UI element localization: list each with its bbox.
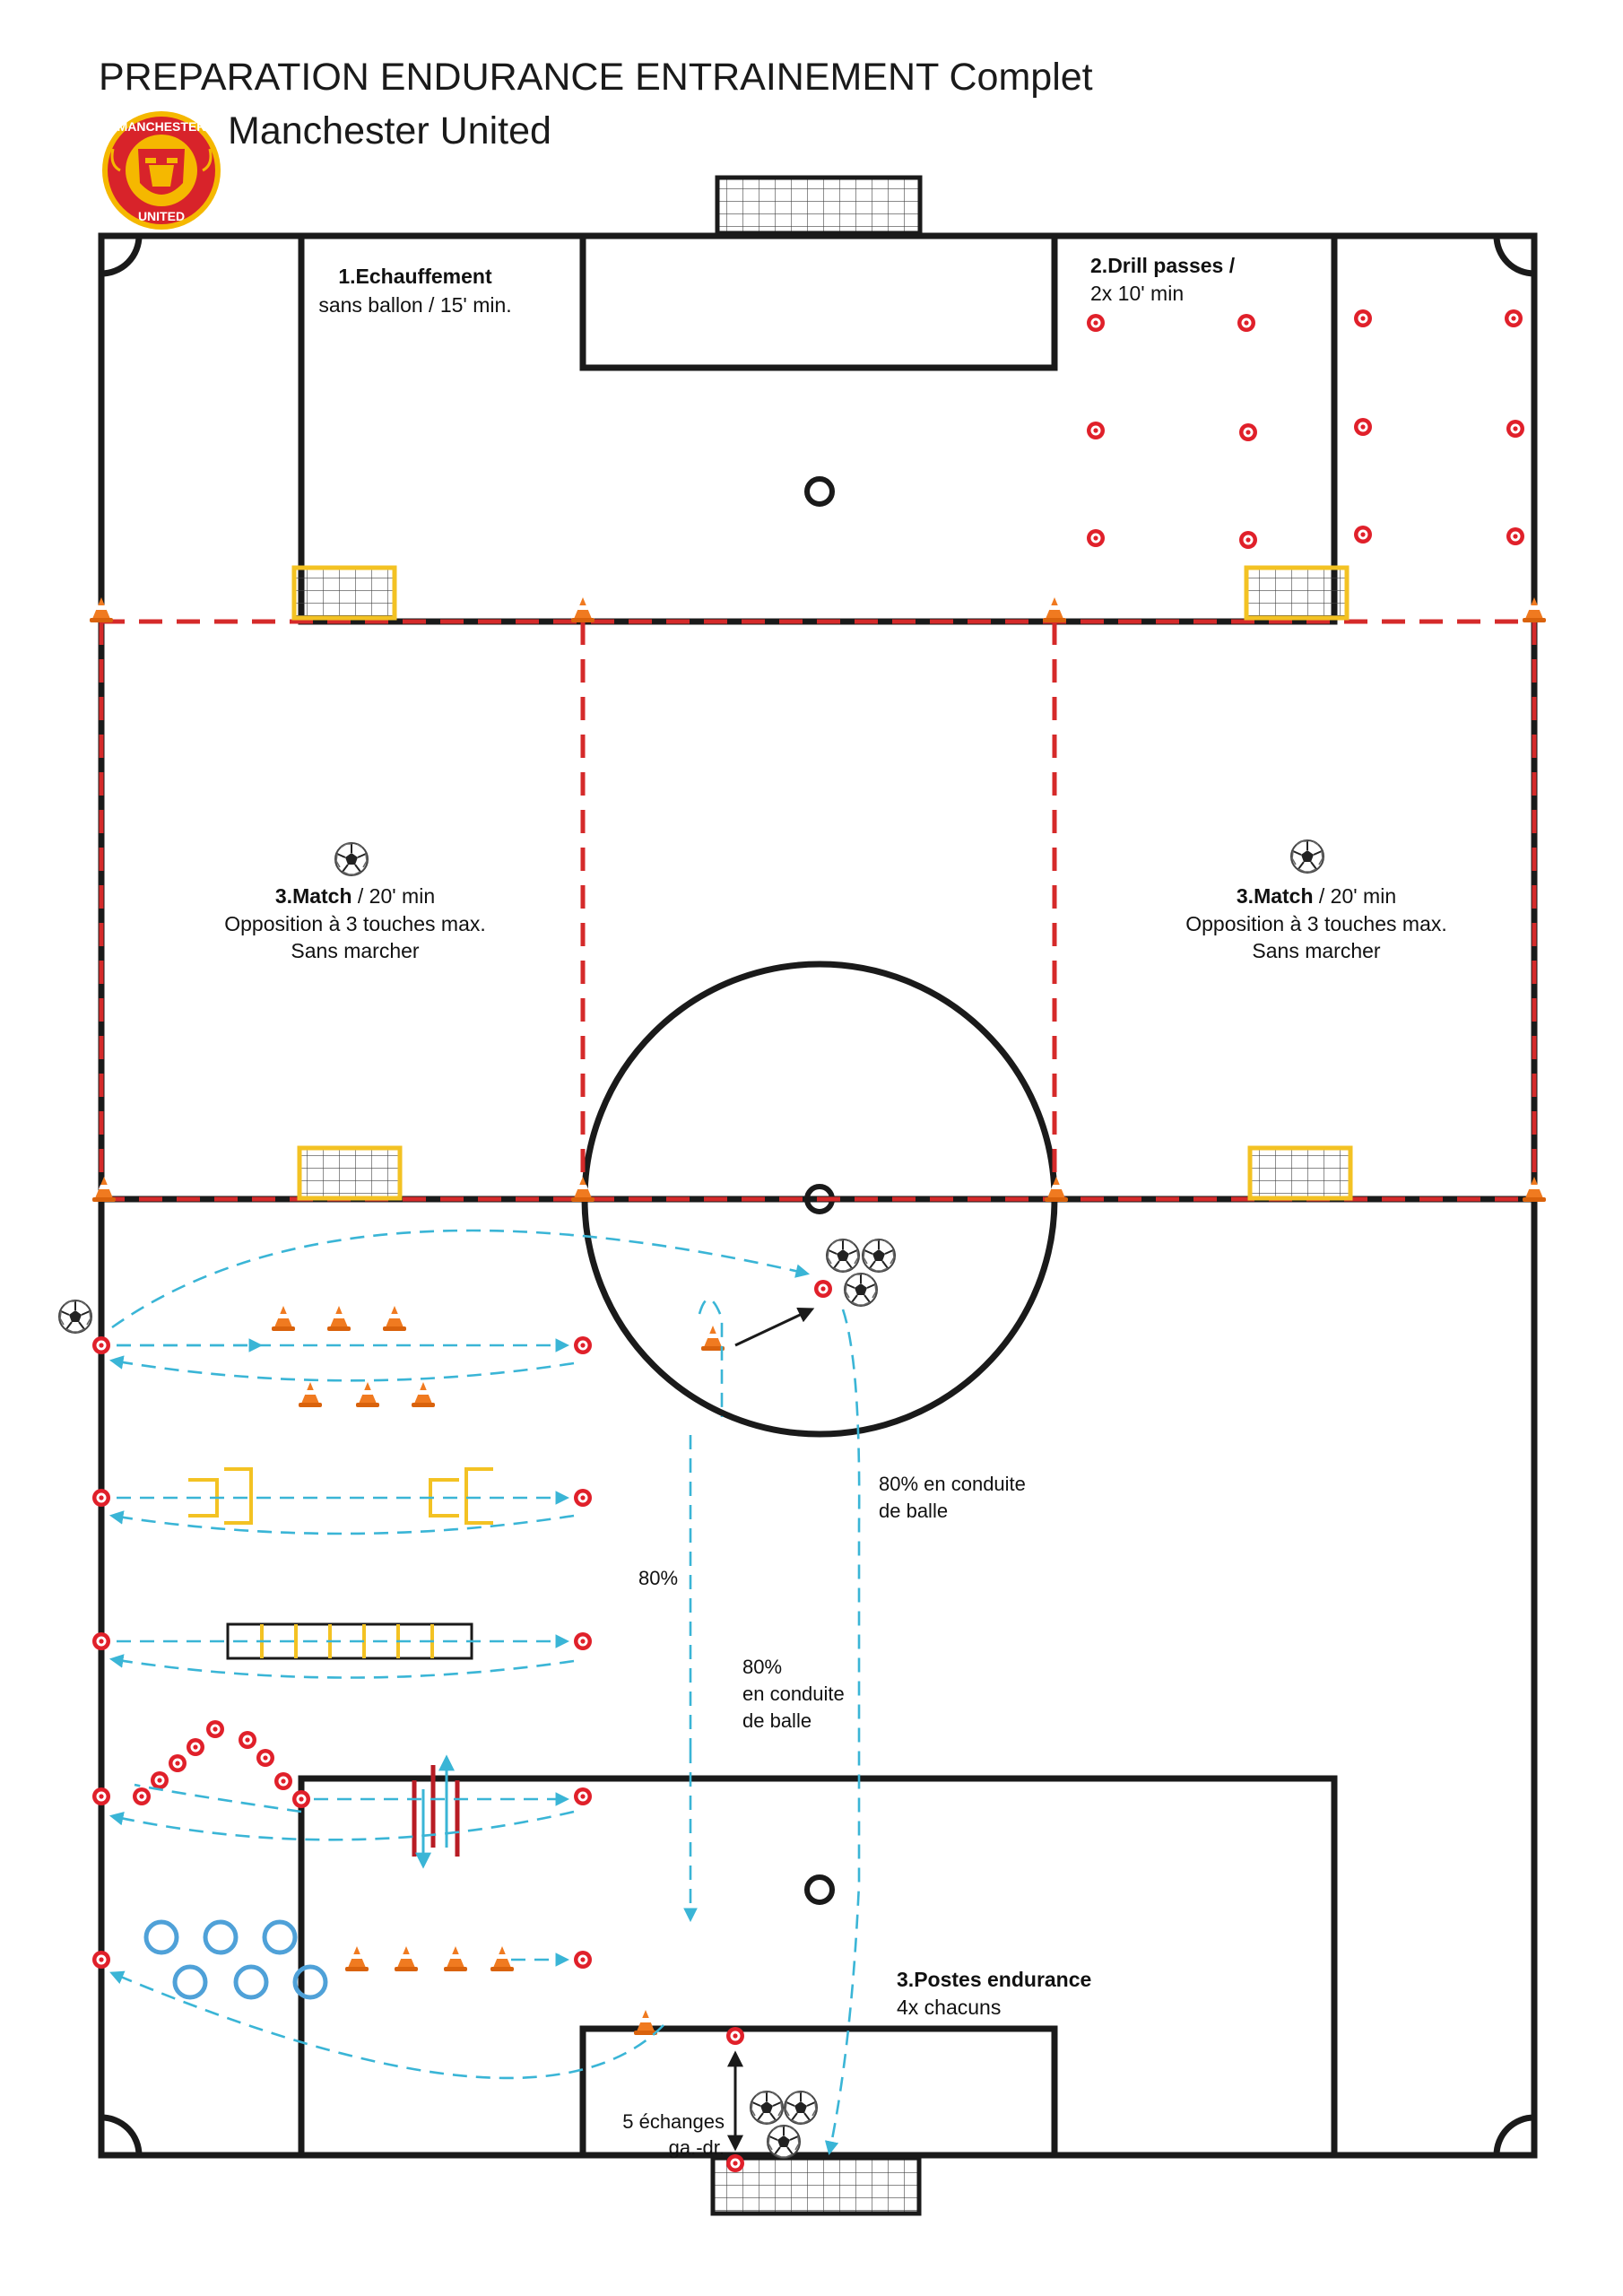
ball-cluster-bottom	[750, 2091, 818, 2159]
corner-arc-br	[1493, 2114, 1535, 2156]
top-penalty-spot	[804, 476, 835, 507]
mini-goals	[291, 565, 1353, 1201]
svg-text:2x 10' min: 2x 10' min	[1090, 282, 1184, 305]
top-goal	[715, 175, 923, 236]
svg-text:3.Match / 20' min: 3.Match / 20' min	[275, 884, 435, 908]
ball-icon	[334, 842, 369, 876]
zone-warmup-label: 1.Echauffement sans ballon / 15' min.	[318, 265, 511, 317]
cone-start-bottom	[634, 2010, 657, 2035]
zone-match-right-label: 3.Match / 20' min Opposition à 3 touches…	[1185, 839, 1447, 962]
top-goal-area	[579, 236, 1058, 371]
drill-markers	[1087, 309, 1524, 549]
svg-text:Opposition à 3 touches max.: Opposition à 3 touches max.	[224, 912, 486, 935]
dashed-zone-lines	[99, 619, 1537, 1202]
svg-text:Sans marcher: Sans marcher	[291, 939, 420, 962]
svg-text:de balle: de balle	[742, 1709, 812, 1732]
svg-text:de balle: de balle	[879, 1500, 948, 1522]
svg-text:80%: 80%	[638, 1567, 678, 1589]
svg-text:80%: 80%	[742, 1656, 782, 1678]
corner-arc-tr	[1493, 235, 1535, 277]
ball-icon-left	[58, 1300, 92, 1334]
svg-text:5 échanges: 5 échanges	[622, 2110, 725, 2133]
svg-text:2.Drill passes /: 2.Drill passes /	[1090, 254, 1236, 277]
ball-icon	[1290, 839, 1324, 874]
crest-text-top: MANCHESTER	[117, 119, 206, 134]
svg-text:3.Postes endurance: 3.Postes endurance	[897, 1968, 1091, 1991]
bottom-penalty-area	[298, 1775, 1338, 2155]
bottom-goal-area	[579, 2025, 1058, 2155]
svg-text:1.Echauffement: 1.Echauffement	[338, 265, 492, 288]
annotations: 80% en conduite de balle 80% 80% en cond…	[622, 1473, 1026, 2159]
svg-text:ga.-dr.: ga.-dr.	[669, 2136, 725, 2159]
corner-arc-tl	[100, 235, 143, 277]
svg-text:sans ballon / 15' min.: sans ballon / 15' min.	[318, 293, 511, 317]
page-subtitle: Manchester United	[228, 109, 551, 152]
page-title: PREPARATION ENDURANCE ENTRAINEMENT Compl…	[99, 56, 1093, 99]
pass-arrow	[734, 1307, 815, 1347]
zone-stations-label: 3.Postes endurance 4x chacuns	[897, 1968, 1091, 2019]
hurdles-station-2	[188, 1467, 493, 1525]
svg-text:3.Match / 20' min: 3.Match / 20' min	[1237, 884, 1396, 908]
crest-text-bottom: UNITED	[138, 209, 185, 223]
rings-station-5	[143, 1919, 328, 2000]
cones-station-1	[272, 1306, 435, 1407]
corner-arc-bl	[100, 2114, 143, 2156]
zone-match-left-label: 3.Match / 20' min Opposition à 3 touches…	[224, 842, 486, 962]
svg-text:Sans marcher: Sans marcher	[1252, 939, 1381, 962]
bottom-penalty-spot	[804, 1874, 835, 1905]
svg-text:4x chacuns: 4x chacuns	[897, 1996, 1001, 2019]
movement-arrows	[108, 1229, 861, 2156]
bottom-goal	[710, 2155, 922, 2216]
zone-drill-label: 2.Drill passes / 2x 10' min	[1090, 254, 1236, 305]
manchester-united-crest-icon: MANCHESTER UNITED	[102, 111, 221, 230]
svg-text:80% en conduite: 80% en conduite	[879, 1473, 1026, 1495]
svg-text:en conduite: en conduite	[742, 1683, 845, 1705]
cones-station-5	[345, 1946, 514, 1971]
ball-cluster-center	[826, 1239, 896, 1307]
svg-text:Opposition à 3 touches max.: Opposition à 3 touches max.	[1185, 912, 1447, 935]
